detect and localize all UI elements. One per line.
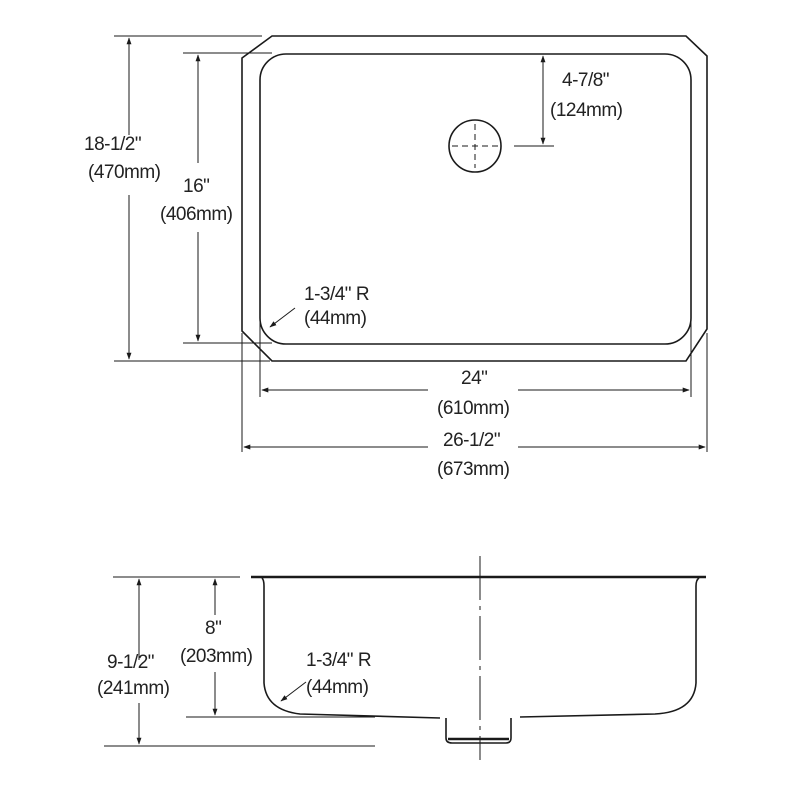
top-view: 4-7/8" (124mm) 1-3/4" R (44mm) 18-1/2" (…	[84, 35, 708, 480]
side-corner-radius-metric: (44mm)	[306, 677, 369, 698]
side-corner-radius-imperial: 1-3/4" R	[306, 650, 371, 671]
drain-offset-imperial: 4-7/8"	[562, 70, 609, 91]
bowl-depth-metric: (406mm)	[160, 204, 233, 225]
side-corner-radius-arrow	[280, 681, 307, 702]
outer-flange-outline	[241, 35, 708, 362]
inner-bowl-outline	[259, 53, 692, 345]
drain-offset-metric: (124mm)	[550, 100, 623, 121]
bowl-depth-imperial: 16"	[183, 176, 209, 197]
drain-tailpiece	[445, 718, 512, 744]
bowl-profile	[261, 577, 700, 719]
bowl-width-metric: (610mm)	[437, 398, 510, 419]
bowl-height-metric: (203mm)	[180, 646, 253, 667]
bowl-height-imperial: 8"	[205, 618, 221, 639]
overall-height-imperial: 9-1/2"	[107, 652, 154, 673]
corner-radius-imperial: 1-3/4" R	[304, 284, 369, 305]
overall-height-metric: (241mm)	[97, 678, 170, 699]
corner-radius-arrow	[269, 307, 296, 328]
side-view: 9-1/2" (241mm) 8" (203mm) 1-3/4" R (44mm…	[97, 556, 706, 760]
overall-depth-imperial: 18-1/2"	[84, 134, 141, 155]
corner-radius-metric: (44mm)	[304, 308, 367, 329]
overall-width-imperial: 26-1/2"	[443, 430, 500, 451]
bowl-width-imperial: 24"	[461, 368, 487, 389]
overall-width-metric: (673mm)	[437, 459, 510, 480]
overall-depth-metric: (470mm)	[88, 162, 161, 183]
drain-hole	[448, 119, 502, 173]
